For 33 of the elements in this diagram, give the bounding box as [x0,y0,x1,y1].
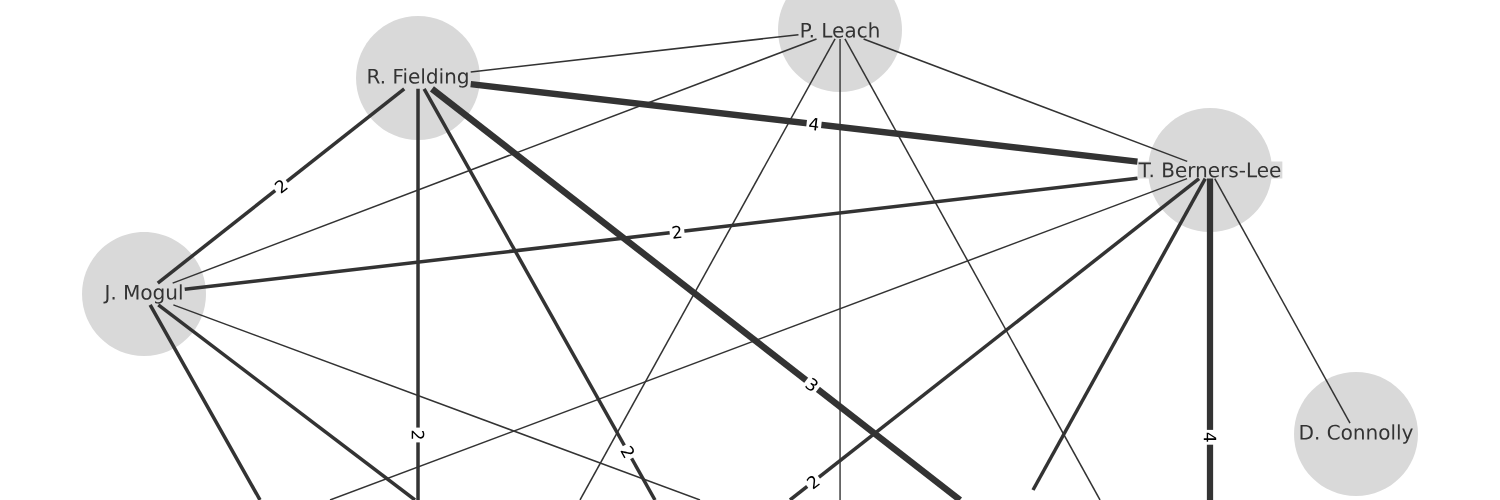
edge-line [172,304,701,500]
edge-line [148,304,262,500]
edge-line [1206,178,1214,500]
edge-line [469,33,800,73]
edge-line [156,87,406,285]
edge-line [171,38,818,284]
edge-label: 2 [409,427,427,443]
edge-line [579,38,836,500]
edge-label: 2 [668,222,686,242]
edge-label: 2 [617,441,639,463]
edge-line [862,38,1188,163]
edge-line [157,303,417,500]
person-node: R. Fielding [356,16,480,140]
edge-line [788,177,1201,500]
edge-line [184,176,1138,292]
edge-label: 4 [1201,429,1219,445]
person-node: D. Connolly [1294,372,1418,496]
edge-line [844,38,1101,500]
edge-line [839,38,841,500]
edge-line [1214,177,1351,424]
edge-label: 2 [270,174,292,198]
edge-label: 3 [801,373,824,396]
edge-line [470,80,1138,165]
edge-label: 2 [802,470,825,493]
edge-line [329,177,1188,500]
person-node: T. Berners-Lee [1137,108,1283,232]
edge-line [429,86,962,500]
edge-line [422,88,657,500]
edge-label: 4 [805,115,823,133]
person-node: J. Mogul [82,232,206,356]
edge-line [416,88,420,500]
edge-line [1031,177,1207,491]
person-node: P. Leach [778,0,902,92]
